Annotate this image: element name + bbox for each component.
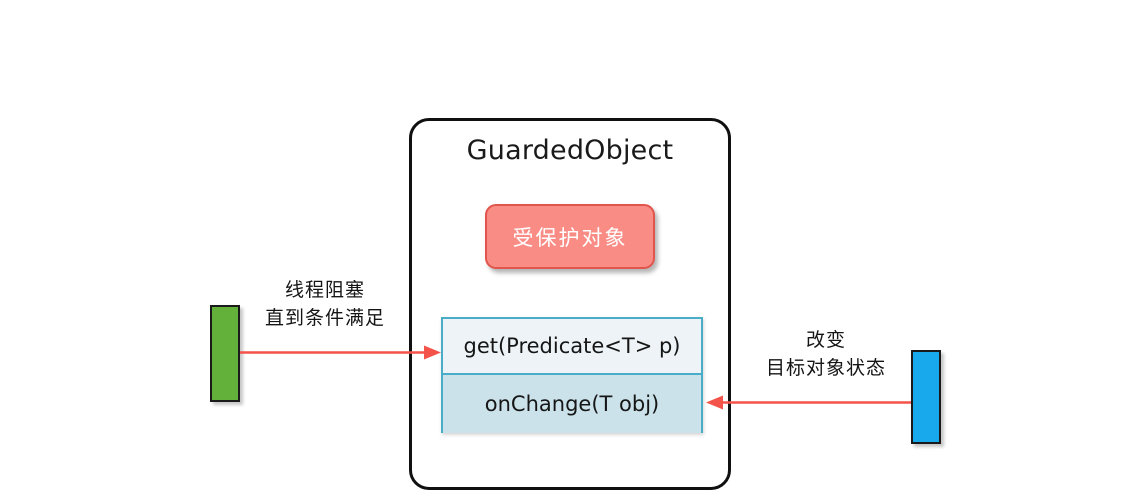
guarded-object-title: GuardedObject: [466, 135, 674, 166]
protected-object-box: 受保护对象: [485, 204, 655, 269]
thread-caption-line-1: 线程阻塞: [284, 279, 365, 301]
changer-caption-line-1: 改变: [805, 329, 846, 351]
methods-box: get(Predicate<T> p) onChange(T obj): [441, 317, 703, 433]
changer-bar: [911, 350, 941, 444]
thread-bar: [210, 305, 240, 402]
method-row-onchange: onChange(T obj): [443, 375, 701, 433]
method-row-get: get(Predicate<T> p): [443, 319, 701, 375]
guarded-object-container: [409, 118, 731, 490]
thread-caption: 线程阻塞 直到条件满足: [240, 276, 410, 332]
changer-caption-line-2: 目标对象状态: [765, 357, 886, 379]
changer-caption: 改变 目标对象状态: [741, 326, 911, 382]
protected-object-label: 受保护对象: [512, 225, 628, 250]
call-onchange-arrow: [706, 395, 911, 410]
thread-caption-line-2: 直到条件满足: [264, 307, 385, 329]
